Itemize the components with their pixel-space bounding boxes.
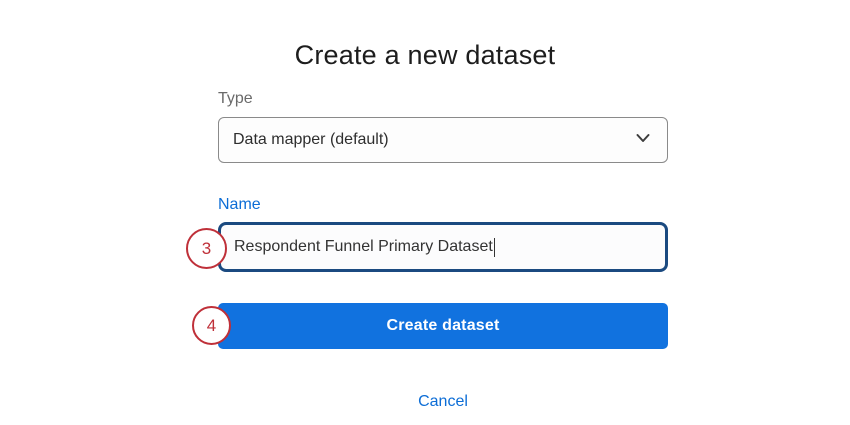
annotation-step-3-badge: 3	[186, 228, 227, 269]
type-select-value: Data mapper (default)	[233, 131, 389, 148]
name-input-value: Respondent Funnel Primary Dataset	[234, 238, 493, 255]
annotation-step-3-number: 3	[201, 238, 212, 258]
annotation-step-4-number: 4	[206, 315, 217, 335]
name-input[interactable]: Respondent Funnel Primary Dataset	[218, 222, 668, 272]
type-select[interactable]: Data mapper (default)	[218, 117, 668, 163]
cancel-link[interactable]: Cancel	[418, 393, 468, 410]
create-dataset-button[interactable]: Create dataset	[218, 303, 668, 349]
name-label: Name	[218, 196, 261, 213]
page-title: Create a new dataset	[294, 40, 556, 71]
annotation-step-4-badge: 4	[192, 306, 231, 345]
chevron-down-icon	[635, 130, 651, 151]
text-caret	[493, 237, 496, 257]
type-label: Type	[218, 90, 253, 107]
